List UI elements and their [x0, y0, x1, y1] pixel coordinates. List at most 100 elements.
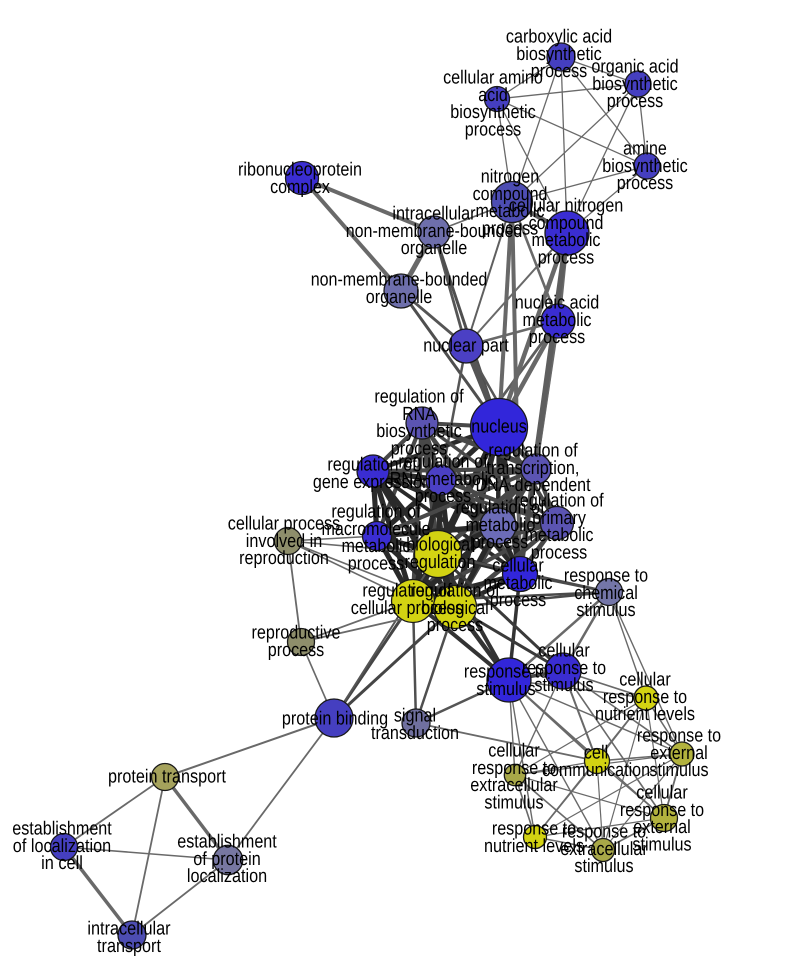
svg-text:extracellular: extracellular	[470, 775, 558, 796]
svg-text:ribonucleoprotein: ribonucleoprotein	[238, 160, 362, 181]
svg-text:RNA metabolic: RNA metabolic	[390, 469, 496, 490]
svg-text:transcription,: transcription,	[487, 458, 580, 479]
svg-text:response to: response to	[637, 726, 721, 747]
svg-text:response to: response to	[492, 819, 576, 840]
svg-text:organelle: organelle	[401, 238, 468, 259]
svg-text:nitrogen: nitrogen	[481, 167, 539, 188]
svg-text:establishment: establishment	[12, 819, 112, 840]
svg-text:process: process	[538, 247, 594, 268]
svg-text:localization: localization	[187, 866, 267, 887]
svg-text:cellular: cellular	[492, 556, 544, 577]
svg-text:transduction: transduction	[371, 723, 459, 744]
svg-text:nucleus: nucleus	[471, 417, 527, 438]
svg-text:establishment: establishment	[177, 832, 277, 853]
svg-text:complex: complex	[270, 177, 330, 198]
svg-text:regulation: regulation	[404, 552, 475, 573]
svg-text:cellular: cellular	[538, 641, 590, 662]
svg-text:metabolic: metabolic	[484, 573, 553, 594]
svg-text:non-membrane-bounded: non-membrane-bounded	[346, 221, 523, 242]
svg-text:response to: response to	[472, 758, 556, 779]
svg-text:reproduction: reproduction	[239, 548, 329, 569]
svg-text:regulation of: regulation of	[410, 581, 500, 602]
svg-text:regulation of: regulation of	[327, 455, 417, 476]
svg-text:metabolic: metabolic	[525, 525, 594, 546]
svg-text:process: process	[391, 438, 447, 459]
svg-text:external: external	[633, 817, 691, 838]
svg-text:biosynthetic: biosynthetic	[450, 102, 536, 123]
svg-text:response to: response to	[562, 822, 646, 843]
svg-text:process: process	[617, 173, 673, 194]
svg-text:process: process	[490, 590, 546, 611]
svg-text:stimulus: stimulus	[476, 679, 535, 700]
svg-text:stimulus: stimulus	[574, 856, 633, 877]
svg-text:regulation of: regulation of	[455, 498, 545, 519]
svg-text:biosynthetic: biosynthetic	[376, 421, 462, 442]
svg-text:primary: primary	[532, 508, 586, 529]
svg-text:stimulus: stimulus	[534, 675, 593, 696]
svg-text:non-membrane-bounded: non-membrane-bounded	[311, 270, 488, 291]
svg-text:biosynthetic: biosynthetic	[592, 74, 678, 95]
svg-text:regulation of: regulation of	[374, 387, 464, 408]
svg-text:regulation of: regulation of	[514, 491, 604, 512]
svg-text:macromolecule: macromolecule	[322, 519, 431, 540]
svg-text:RNA: RNA	[402, 404, 436, 425]
svg-text:nuclear part: nuclear part	[423, 336, 509, 357]
svg-text:process: process	[529, 327, 585, 348]
svg-text:of localization: of localization	[13, 836, 111, 857]
svg-text:involved in: involved in	[246, 531, 323, 552]
svg-text:communication: communication	[542, 760, 650, 781]
svg-text:compound: compound	[529, 213, 604, 234]
svg-text:cellular: cellular	[488, 741, 540, 762]
svg-text:transport: transport	[97, 936, 162, 957]
svg-text:metabolic: metabolic	[532, 230, 601, 251]
svg-text:regulation of: regulation of	[331, 502, 421, 523]
svg-text:compound: compound	[473, 184, 548, 205]
svg-text:response to: response to	[564, 566, 648, 587]
svg-text:regulation of: regulation of	[398, 452, 488, 473]
svg-text:response to: response to	[620, 800, 704, 821]
svg-text:process: process	[427, 615, 483, 636]
svg-text:regulation of: regulation of	[362, 581, 452, 602]
svg-text:protein transport: protein transport	[108, 767, 227, 788]
svg-text:signal: signal	[394, 706, 436, 727]
svg-text:cellular: cellular	[619, 670, 671, 691]
svg-text:carboxylic acid: carboxylic acid	[506, 27, 612, 48]
svg-text:stimulus: stimulus	[649, 760, 708, 781]
svg-text:of protein: of protein	[193, 849, 261, 870]
svg-text:response to: response to	[603, 687, 687, 708]
svg-text:organelle: organelle	[366, 287, 433, 308]
svg-text:extracellular: extracellular	[560, 839, 648, 860]
svg-text:process: process	[415, 486, 471, 507]
svg-text:nutrient levels: nutrient levels	[484, 836, 584, 857]
svg-text:biological: biological	[406, 535, 474, 556]
svg-text:metabolic: metabolic	[466, 515, 535, 536]
svg-text:process: process	[348, 553, 404, 574]
svg-text:DNA-dependent: DNA-dependent	[475, 475, 591, 496]
svg-text:in cell: in cell	[41, 853, 83, 874]
svg-text:response to: response to	[522, 658, 606, 679]
svg-text:metabolic: metabolic	[342, 536, 411, 557]
svg-text:cellular amino: cellular amino	[443, 68, 543, 89]
svg-text:cell: cell	[584, 743, 609, 764]
svg-text:reproductive: reproductive	[252, 623, 341, 644]
svg-text:process: process	[531, 61, 587, 82]
svg-text:regulation of: regulation of	[488, 441, 578, 462]
svg-text:acid: acid	[478, 85, 508, 106]
svg-text:cellular: cellular	[636, 783, 688, 804]
svg-text:cellular process: cellular process	[351, 598, 464, 619]
svg-text:chemical: chemical	[574, 583, 638, 604]
svg-text:organic acid: organic acid	[591, 57, 678, 78]
svg-text:process: process	[472, 532, 528, 553]
svg-text:nucleic acid: nucleic acid	[515, 293, 600, 314]
svg-text:cellular process: cellular process	[228, 514, 341, 535]
svg-text:external: external	[650, 743, 708, 764]
svg-text:biosynthetic: biosynthetic	[516, 44, 602, 65]
svg-text:amine: amine	[623, 139, 667, 160]
svg-text:process: process	[607, 91, 663, 112]
svg-text:protein binding: protein binding	[282, 709, 388, 730]
svg-text:gene expression: gene expression	[313, 472, 431, 493]
svg-text:process: process	[268, 640, 324, 661]
svg-text:biosynthetic: biosynthetic	[602, 156, 688, 177]
svg-text:metabolic: metabolic	[523, 310, 592, 331]
svg-text:intracellular: intracellular	[87, 919, 171, 940]
